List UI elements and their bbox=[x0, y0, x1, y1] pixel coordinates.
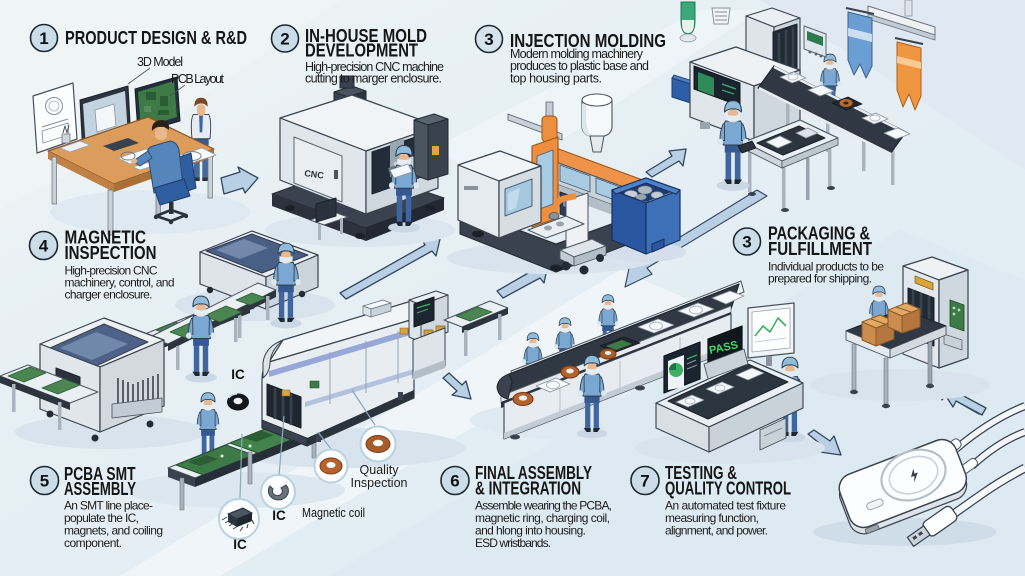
svg-text:magnets, and coiling: magnets, and coiling bbox=[64, 524, 163, 538]
svg-text:produces to plastic base and: produces to plastic base and bbox=[510, 59, 649, 73]
svg-text:FULFILLMENT: FULFILLMENT bbox=[768, 238, 873, 259]
svg-text:ESD wristbands.: ESD wristbands. bbox=[475, 536, 551, 550]
svg-text:INSPECTION: INSPECTION bbox=[65, 242, 157, 263]
svg-text:MAGNETIC: MAGNETIC bbox=[65, 227, 147, 248]
svg-text:PACKAGING &: PACKAGING & bbox=[768, 223, 870, 244]
svg-text:High-precision CNC machine: High-precision CNC machine bbox=[305, 60, 444, 74]
svg-text:INJECTION MOLDING: INJECTION MOLDING bbox=[510, 30, 666, 51]
svg-text:Individual products to be: Individual products to be bbox=[768, 260, 884, 274]
svg-text:component.: component. bbox=[64, 536, 122, 550]
svg-text:3: 3 bbox=[484, 30, 493, 49]
svg-text:and hlong into housing.: and hlong into housing. bbox=[475, 524, 586, 538]
svg-text:alignment, and power.: alignment, and power. bbox=[665, 524, 768, 538]
svg-text:Quality: Quality bbox=[360, 463, 400, 477]
svg-text:5: 5 bbox=[40, 472, 49, 491]
svg-text:Inspection: Inspection bbox=[351, 476, 408, 490]
svg-text:Modern molding machinery: Modern molding machinery bbox=[510, 47, 644, 61]
svg-text:machinery, control, and: machinery, control, and bbox=[65, 276, 175, 290]
svg-text:TESTING &: TESTING & bbox=[665, 462, 737, 483]
svg-text:& INTEGRATION: & INTEGRATION bbox=[475, 478, 581, 499]
svg-text:Magnetic coil: Magnetic coil bbox=[302, 505, 365, 520]
svg-text:PCBA SMT: PCBA SMT bbox=[64, 463, 136, 484]
svg-text:cutting to marger enclosure.: cutting to marger enclosure. bbox=[305, 72, 442, 86]
svg-text:An SMT line place-: An SMT line place- bbox=[64, 499, 153, 513]
svg-text:top housing parts.: top housing parts. bbox=[510, 72, 602, 86]
svg-text:PCB Layout: PCB Layout bbox=[171, 72, 225, 86]
svg-text:prepared for shipping.: prepared for shipping. bbox=[768, 272, 872, 286]
svg-text:FINAL ASSEMBLY: FINAL ASSEMBLY bbox=[475, 462, 592, 483]
svg-text:Assemble wearing the PCBA,: Assemble wearing the PCBA, bbox=[475, 499, 612, 513]
svg-text:3D Model: 3D Model bbox=[137, 55, 183, 69]
svg-text:An automated test fixture: An automated test fixture bbox=[665, 499, 786, 513]
svg-text:populate the IC,: populate the IC, bbox=[64, 511, 139, 525]
svg-text:3: 3 bbox=[742, 233, 751, 252]
svg-text:High-precision CNC: High-precision CNC bbox=[65, 264, 158, 278]
svg-text:IN-HOUSE MOLD: IN-HOUSE MOLD bbox=[305, 26, 427, 46]
svg-text:IC: IC bbox=[233, 537, 247, 552]
svg-text:PRODUCT DESIGN & R&D: PRODUCT DESIGN & R&D bbox=[65, 27, 247, 48]
svg-text:magnetic ring, charging coil,: magnetic ring, charging coil, bbox=[475, 511, 610, 525]
svg-text:2: 2 bbox=[280, 30, 289, 49]
svg-text:DEVELOPMENT: DEVELOPMENT bbox=[305, 41, 418, 61]
svg-text:IC: IC bbox=[231, 367, 245, 382]
svg-text:IC: IC bbox=[272, 508, 286, 523]
svg-text:PASS: PASS bbox=[708, 339, 739, 357]
svg-text:6: 6 bbox=[450, 472, 459, 491]
svg-text:measuring function,: measuring function, bbox=[665, 511, 759, 525]
svg-text:7: 7 bbox=[640, 472, 649, 491]
svg-text:charger enclosure.: charger enclosure. bbox=[65, 288, 153, 302]
svg-text:QUALITY CONTROL: QUALITY CONTROL bbox=[665, 478, 791, 499]
svg-text:ASSEMBLY: ASSEMBLY bbox=[64, 478, 136, 499]
svg-text:1: 1 bbox=[39, 29, 48, 48]
svg-text:CNC: CNC bbox=[304, 168, 325, 181]
svg-text:4: 4 bbox=[39, 237, 49, 256]
